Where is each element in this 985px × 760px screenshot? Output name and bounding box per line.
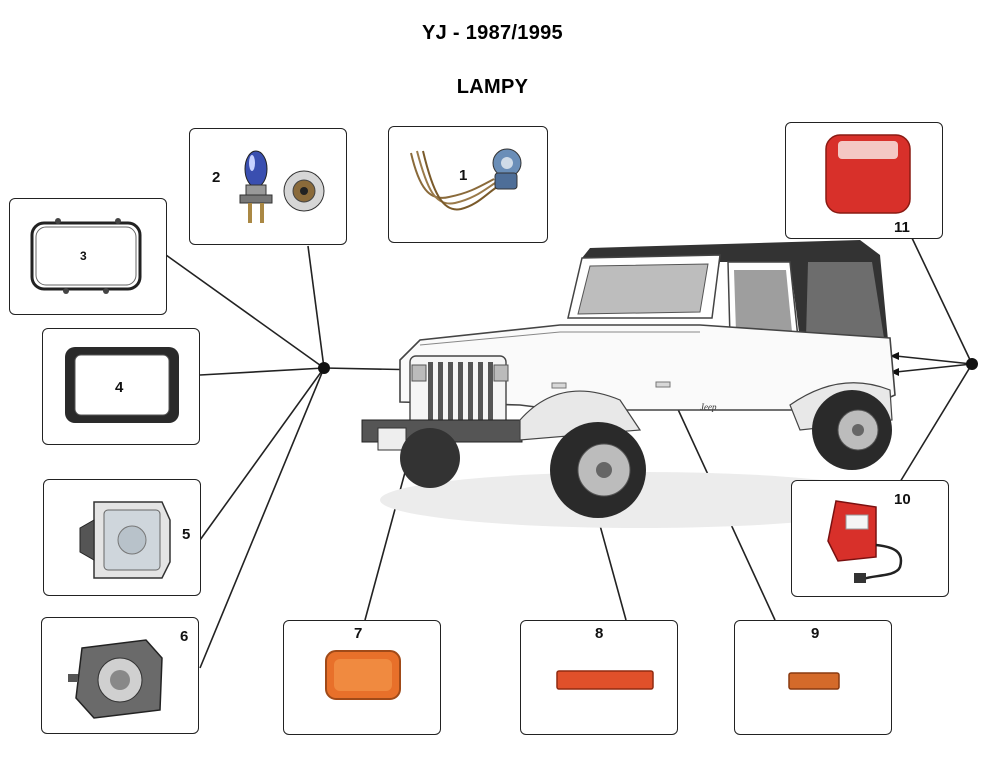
rear-tail-lamp-icon [827, 500, 903, 583]
junction-dot-rear [966, 358, 978, 370]
parking-lamp-icon [325, 650, 401, 700]
jeep-badge: Jeep [700, 402, 717, 412]
part-number: 8 [595, 625, 604, 642]
part-box-9[interactable]: 9 [734, 620, 892, 735]
headlight-seal-icon [30, 218, 142, 294]
wiring-socket-icon [410, 148, 522, 211]
page-title: YJ - 1987/1995 [422, 22, 563, 44]
headlight-bezel-icon [65, 347, 179, 423]
part-number: 2 [212, 169, 221, 186]
part-number: 10 [894, 491, 911, 508]
part-number: 1 [459, 167, 468, 184]
part-number: 7 [354, 625, 363, 642]
part-box-6[interactable]: 6 [41, 617, 199, 734]
part-box-10[interactable]: 10 [791, 480, 949, 597]
headlight-housing-icon [68, 639, 163, 719]
part-box-5[interactable]: 5 [43, 479, 201, 596]
part-box-11[interactable]: 11 [785, 122, 943, 239]
small-side-marker-icon [788, 672, 840, 690]
part-box-1[interactable]: 1 [388, 126, 548, 243]
headlight-lamp-icon [79, 501, 171, 579]
part-box-8[interactable]: 8 [520, 620, 678, 735]
tail-lamp-lens-icon [825, 134, 911, 214]
part-number: 4 [115, 379, 124, 396]
part-number: 3 [80, 249, 87, 263]
part-box-7[interactable]: 7 [283, 620, 441, 735]
part-number: 11 [894, 219, 910, 236]
junction-dot-front [318, 362, 330, 374]
side-marker-lamp-icon [556, 670, 654, 690]
section-title: LAMPY [456, 76, 529, 98]
part-box-2[interactable]: 2 [189, 128, 347, 245]
part-box-3[interactable]: 3 [9, 198, 167, 315]
part-box-4[interactable]: 4 [42, 328, 200, 445]
part-number: 9 [811, 625, 820, 642]
part-number: 5 [182, 526, 191, 543]
part-number: 6 [180, 628, 189, 645]
headlight-bulb-icon [239, 150, 325, 223]
